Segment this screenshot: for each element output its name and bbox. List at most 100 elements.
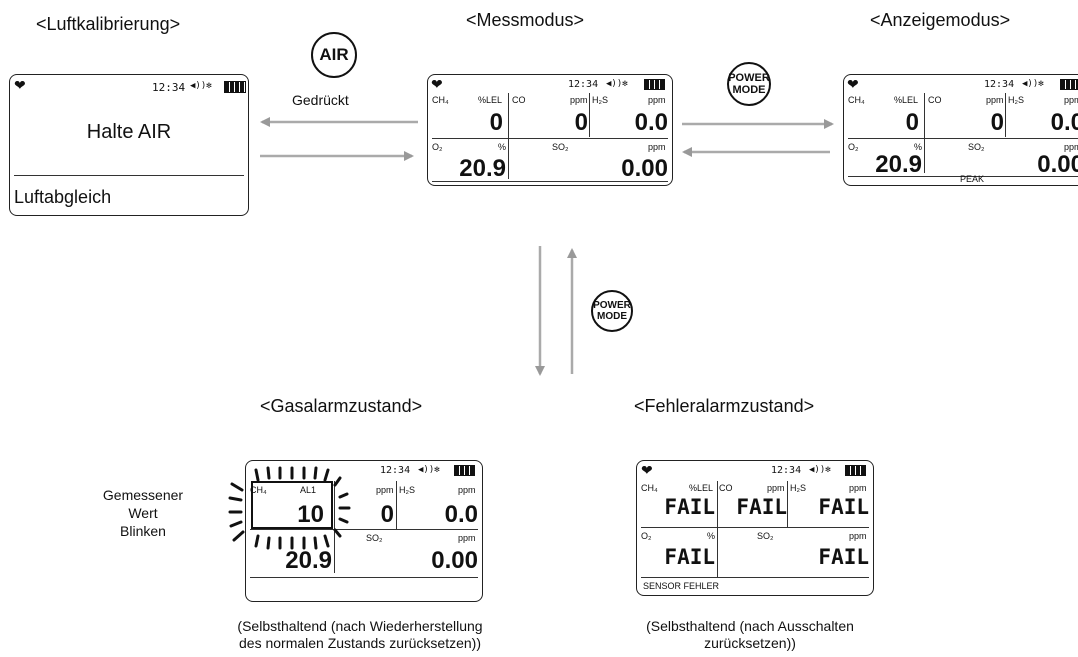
label-h2s: H₂S bbox=[1008, 95, 1024, 105]
blinking-value-note: Gemessener Wert Blinken bbox=[102, 487, 184, 539]
power-mode-button-down: POWER MODE bbox=[591, 290, 633, 332]
divider bbox=[396, 481, 397, 529]
unit-co: ppm bbox=[986, 95, 1004, 105]
pressed-label: Gedrückt bbox=[292, 92, 349, 108]
divider bbox=[250, 577, 478, 578]
sound-bluetooth-icon: ◀))✻ bbox=[190, 81, 212, 91]
label-h2s: H₂S bbox=[790, 483, 806, 493]
heart-icon: ❤ bbox=[431, 76, 443, 92]
divider bbox=[1005, 93, 1006, 137]
label-ch4: CH₄ bbox=[432, 95, 449, 105]
unit-co: ppm bbox=[376, 485, 394, 495]
unit-o2: % bbox=[914, 142, 923, 152]
divider bbox=[787, 481, 788, 527]
divider bbox=[334, 481, 335, 573]
value-ch4: FAIL bbox=[664, 495, 715, 519]
value-h2s: 0.0 bbox=[1050, 109, 1078, 136]
label-so2: SO₂ bbox=[757, 531, 774, 541]
divider bbox=[924, 93, 925, 173]
divider bbox=[641, 527, 869, 528]
value-o2: 20.9 bbox=[285, 547, 332, 574]
heart-icon: ❤ bbox=[847, 76, 859, 92]
unit-so2: ppm bbox=[458, 533, 476, 543]
unit-h2s: ppm bbox=[849, 483, 867, 493]
value-ch4-blinking: 10 bbox=[297, 501, 324, 528]
unit-ch4: %LEL bbox=[689, 483, 714, 493]
unit-ch4: %LEL bbox=[894, 95, 919, 105]
divider bbox=[848, 176, 1078, 177]
label-so2: SO₂ bbox=[968, 142, 985, 152]
unit-h2s: ppm bbox=[1064, 95, 1078, 105]
value-ch4: 0 bbox=[905, 109, 919, 136]
unit-h2s: ppm bbox=[648, 95, 666, 105]
value-co: 0 bbox=[380, 501, 394, 528]
title-air-calibration: <Luftkalibrierung> bbox=[36, 14, 181, 34]
label-o2: O₂ bbox=[641, 531, 652, 541]
value-so2: 0.00 bbox=[431, 547, 478, 574]
divider bbox=[432, 181, 668, 182]
title-fault-alarm: <Fehleralarmzustand> bbox=[634, 396, 815, 416]
sound-bluetooth-icon: ◀))✻ bbox=[809, 465, 831, 475]
label-so2: SO₂ bbox=[552, 142, 569, 152]
heart-icon: ❤ bbox=[641, 462, 653, 478]
label-co: CO bbox=[512, 95, 526, 105]
unit-so2: ppm bbox=[849, 531, 867, 541]
title-display-mode: <Anzeigemodus> bbox=[870, 10, 1011, 30]
screen-air-calibration: ❤ 12:34 ◀))✻ Halte AIR Luftabgleich bbox=[9, 74, 249, 216]
battery-icon bbox=[845, 465, 866, 476]
unit-so2: ppm bbox=[1064, 142, 1078, 152]
screen-measure-mode: ❤ 12:34 ◀))✻ CH₄ %LEL CO ppm H₂S ppm 0 0… bbox=[427, 74, 673, 186]
clock: 12:34 bbox=[568, 79, 599, 90]
divider bbox=[848, 138, 1078, 139]
sound-bluetooth-icon: ◀))✻ bbox=[418, 465, 440, 475]
unit-co: ppm bbox=[767, 483, 785, 493]
title-gas-alarm: <Gasalarmzustand> bbox=[260, 396, 423, 416]
unit-o2: % bbox=[707, 531, 716, 541]
sound-bluetooth-icon: ◀))✻ bbox=[1022, 79, 1044, 89]
label-h2s: H₂S bbox=[592, 95, 608, 105]
screen-display-mode: ❤ 12:34 ◀))✻ CH₄ %LEL CO ppm H₂S ppm 0 0… bbox=[843, 74, 1078, 186]
air-button: AIR bbox=[311, 32, 357, 78]
label-ch4: CH₄ bbox=[641, 483, 658, 493]
blink-highlight-frame bbox=[251, 481, 333, 529]
label-ch4: CH₄ bbox=[848, 95, 865, 105]
heart-icon: ❤ bbox=[14, 77, 26, 93]
value-so2: 0.00 bbox=[1037, 151, 1078, 178]
unit-o2: % bbox=[498, 142, 507, 152]
value-ch4: 0 bbox=[489, 109, 503, 136]
battery-icon bbox=[644, 79, 665, 90]
peak-label: PEAK bbox=[960, 174, 985, 184]
label-o2: O₂ bbox=[432, 142, 443, 152]
caption-fault-alarm: (Selbsthaltend (nach Ausschalten zurücks… bbox=[646, 618, 854, 651]
value-co: FAIL bbox=[736, 495, 787, 519]
value-h2s: FAIL bbox=[818, 495, 869, 519]
power-mode-button-right: POWER MODE bbox=[727, 62, 771, 106]
value-o2: 20.9 bbox=[875, 151, 922, 178]
divider bbox=[508, 93, 509, 179]
unit-co: ppm bbox=[570, 95, 588, 105]
unit-h2s: ppm bbox=[458, 485, 476, 495]
battery-icon bbox=[1060, 79, 1078, 90]
value-o2: 20.9 bbox=[459, 155, 506, 182]
label-o2: O₂ bbox=[848, 142, 859, 152]
alarm-level-label: AL1 bbox=[300, 485, 317, 495]
battery-icon bbox=[454, 465, 475, 476]
divider bbox=[432, 138, 668, 139]
air-adjust-text: Luftabgleich bbox=[14, 187, 112, 207]
unit-ch4: %LEL bbox=[478, 95, 503, 105]
value-so2: FAIL bbox=[818, 545, 869, 569]
divider bbox=[14, 175, 244, 176]
screen-fault-alarm: ❤ 12:34 ◀))✻ CH₄ %LEL CO ppm H₂S ppm FAI… bbox=[636, 460, 874, 596]
clock: 12:34 bbox=[380, 465, 411, 476]
label-co: CO bbox=[719, 483, 733, 493]
battery-icon bbox=[224, 81, 246, 93]
label-so2: SO₂ bbox=[366, 533, 383, 543]
value-h2s: 0.0 bbox=[634, 109, 668, 136]
label-ch4: CH₄ bbox=[250, 485, 267, 495]
value-co: 0 bbox=[574, 109, 588, 136]
label-co: CO bbox=[928, 95, 942, 105]
clock: 12:34 bbox=[984, 79, 1015, 90]
